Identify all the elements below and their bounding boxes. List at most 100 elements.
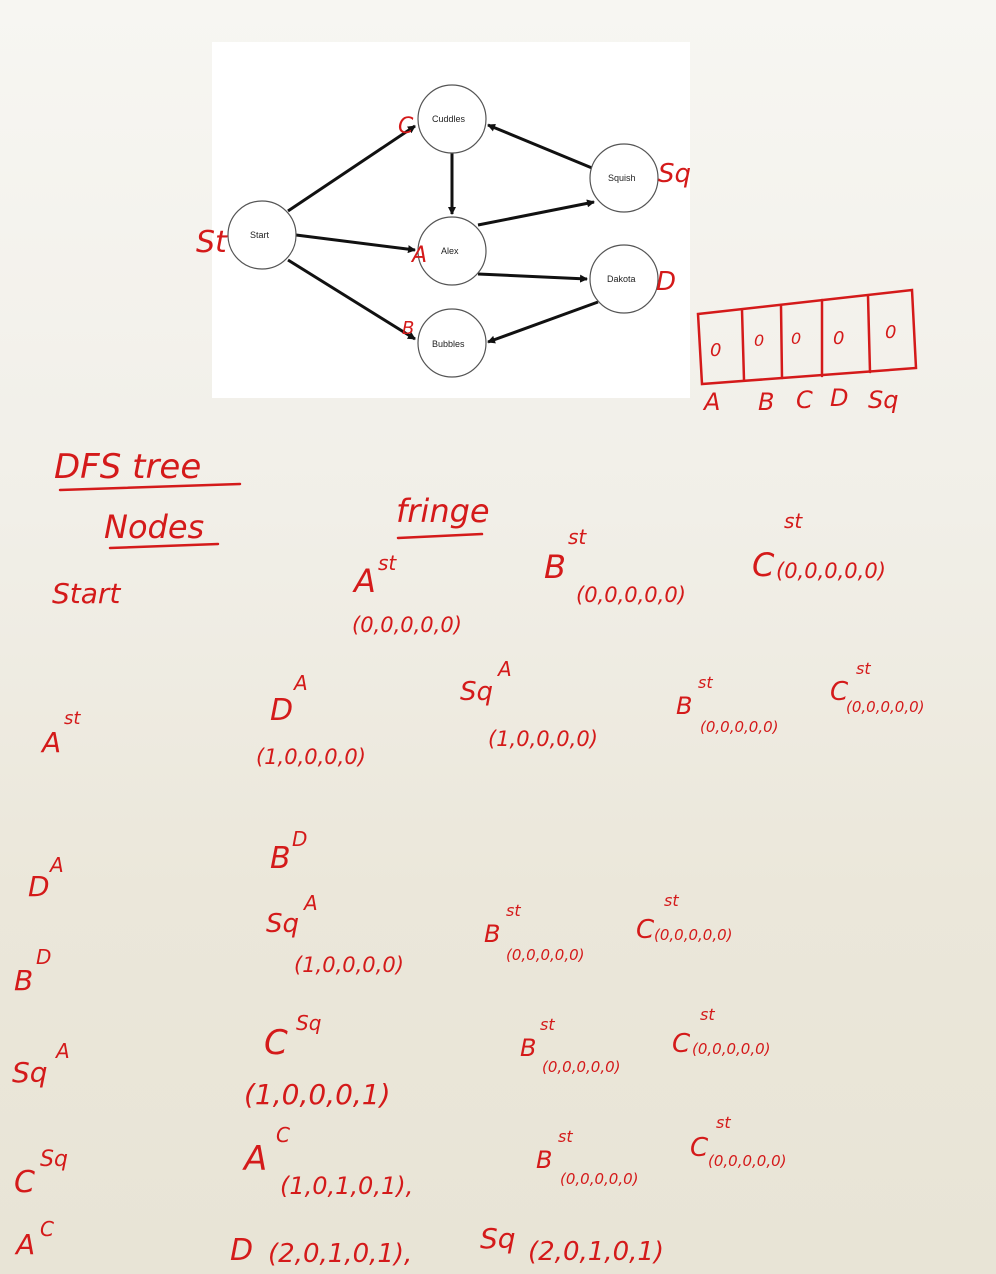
row5-f0-vec: (1,0,1,0,1),	[280, 1172, 413, 1200]
array-cell-0: 0	[710, 340, 721, 361]
row-a-c: A C D (2,0,1,0,1), Sq (2,0,1,0,1)	[14, 1217, 664, 1269]
row1-f2-parent: st	[698, 673, 713, 692]
row5-f2-vec: (0,0,0,0,0)	[708, 1152, 787, 1170]
node-dakota-label: Dakota	[607, 274, 636, 284]
tag-start: St	[196, 225, 228, 260]
graph-diagram: Start Cuddles Alex Bubbles Squish Dakota	[227, 84, 659, 378]
row3-f2-vec: (0,0,0,0,0)	[654, 926, 733, 944]
node-cuddles: Cuddles	[417, 84, 487, 154]
row2-f0-name: B	[270, 841, 291, 876]
row-b-d: B D Sq A (1,0,0,0,0) B st (0,0,0,0,0) C …	[14, 891, 733, 997]
row0-f0-name: A	[352, 562, 376, 600]
row6-f0-vec: (2,0,1,0,1),	[268, 1239, 412, 1269]
row5-node: C	[14, 1165, 35, 1200]
row5-f1-vec: (0,0,0,0,0)	[560, 1170, 639, 1188]
row2-node-parent: A	[48, 853, 64, 877]
edge-alex-dakota	[477, 272, 588, 283]
row3-f2-name: C	[636, 915, 655, 945]
row0-f1-parent: st	[568, 525, 587, 549]
row6-f0-name: D	[230, 1233, 253, 1268]
row-d-a: D A B D	[28, 827, 307, 903]
row4-f1-parent: st	[540, 1015, 555, 1034]
row3-f1-name: B	[484, 920, 500, 948]
edge-start-bubbles	[287, 258, 416, 341]
row0-f2-vec: (0,0,0,0,0)	[776, 559, 886, 583]
array-label-3: D	[830, 384, 848, 412]
array-label-0: A	[702, 388, 720, 416]
array-label-1: B	[758, 388, 774, 416]
row1-node-parent: st	[64, 708, 81, 729]
node-alex: Alex	[417, 216, 487, 286]
row1-f0-name: D	[270, 693, 293, 728]
row1-node: A	[40, 726, 61, 759]
row1-f3-parent: st	[856, 659, 871, 678]
row0-f1-vec: (0,0,0,0,0)	[576, 583, 686, 607]
row1-f3-vec: (0,0,0,0,0)	[846, 698, 925, 716]
row1-f1-name: Sq	[460, 677, 493, 707]
row4-f2-parent: st	[700, 1005, 715, 1024]
row1-f1-parent: A	[496, 657, 512, 681]
tag-squish: Sq	[658, 159, 691, 189]
row3-node: B	[14, 964, 33, 997]
row5-f2-name: C	[690, 1133, 709, 1163]
row0-f1-name: B	[544, 548, 566, 586]
row0-node: Start	[52, 577, 121, 610]
row4-node-parent: A	[54, 1039, 70, 1063]
row1-f3-name: C	[830, 677, 849, 707]
node-squish: Squish	[589, 143, 659, 213]
row6-node: A	[14, 1228, 35, 1261]
row1-f0-vec: (1,0,0,0,0)	[256, 745, 366, 769]
row4-f0-parent: Sq	[296, 1011, 321, 1035]
row3-f0-vec: (1,0,0,0,0)	[294, 953, 404, 977]
edge-alex-squish	[477, 199, 595, 227]
row-start: Start A st (0,0,0,0,0) B st (0,0,0,0,0) …	[52, 509, 886, 637]
row1-f0-parent: A	[292, 671, 308, 695]
array-cell-3: 0	[833, 328, 844, 349]
row6-node-parent: C	[40, 1217, 54, 1241]
array-label-4: Sq	[868, 386, 898, 414]
node-bubbles: Bubbles	[417, 308, 487, 378]
row3-f1-parent: st	[506, 901, 521, 920]
row1-f2-name: B	[676, 692, 692, 720]
nodes-header: Nodes	[104, 508, 204, 546]
row4-f2-name: C	[672, 1029, 691, 1059]
row1-f1-vec: (1,0,0,0,0)	[488, 727, 598, 751]
row3-f1-vec: (0,0,0,0,0)	[506, 946, 585, 964]
row3-f0-name: Sq	[266, 909, 299, 939]
row0-f2-parent: st	[784, 509, 803, 533]
row3-f0-parent: A	[302, 891, 318, 915]
node-start: Start	[227, 200, 297, 270]
row-c-sq: C Sq A C (1,0,1,0,1), B st (0,0,0,0,0) C…	[14, 1113, 787, 1200]
row5-f0-name: A	[242, 1139, 267, 1179]
row6-f1-vec: (2,0,1,0,1)	[528, 1237, 664, 1267]
row-a-st: A st D A (1,0,0,0,0) Sq A (1,0,0,0,0) B …	[40, 657, 925, 769]
tag-alex: A	[410, 243, 427, 268]
tag-bubbles: B	[402, 318, 414, 339]
array-label-2: C	[796, 386, 813, 414]
row-sq-a: Sq A C Sq (1,0,0,0,1) B st (0,0,0,0,0) C…	[12, 1005, 771, 1111]
row2-f0-parent: D	[292, 827, 307, 851]
row5-f1-name: B	[536, 1146, 552, 1174]
row2-node: D	[28, 870, 50, 903]
row0-f2-name: C	[752, 546, 775, 584]
row3-node-parent: D	[36, 945, 51, 969]
row5-node-parent: Sq	[40, 1147, 68, 1172]
row0-f0-vec: (0,0,0,0,0)	[352, 613, 462, 637]
row6-f1-name: Sq	[480, 1222, 516, 1255]
graph-figure: Start Cuddles Alex Bubbles Squish Dakota	[212, 42, 690, 398]
node-bubbles-label: Bubbles	[432, 339, 465, 349]
edge-start-cuddles	[287, 124, 416, 213]
edge-dakota-bubbles	[487, 300, 599, 344]
array-cell-1: 0	[754, 331, 764, 350]
node-dakota: Dakota	[589, 244, 659, 314]
array-cell-4: 0	[885, 322, 896, 343]
tag-cuddles: C	[398, 114, 414, 139]
node-alex-label: Alex	[441, 246, 459, 256]
row3-f2-parent: st	[664, 891, 679, 910]
dfs-tree-title: DFS tree	[54, 447, 201, 487]
node-start-label: Start	[250, 230, 270, 240]
row5-f1-parent: st	[558, 1127, 573, 1146]
visited-array: 0 0 0 0 0 A B C D Sq	[696, 288, 918, 416]
edge-start-alex	[295, 233, 416, 254]
